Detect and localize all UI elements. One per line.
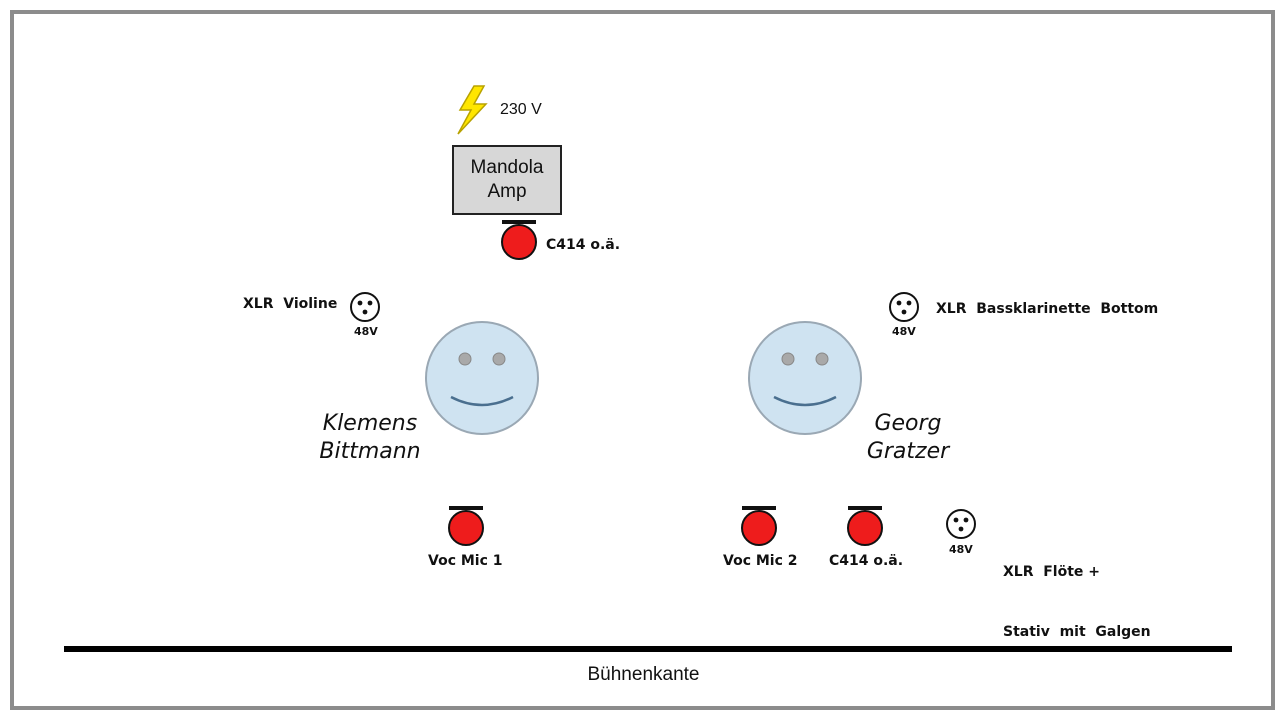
xlr-floete-label-line1: XLR Flöte + (1003, 564, 1101, 580)
musician-left-last: Bittmann (319, 439, 421, 464)
stage-edge-label: Bühnenkante (587, 664, 700, 685)
musician-left-name: Klemens Bittmann (300, 410, 440, 466)
musician-left-face-icon (425, 321, 539, 435)
power-label: 230 V (500, 101, 542, 118)
xlr-floete-phantom: 48V (949, 543, 973, 556)
xlr-bassklarinette-icon (889, 292, 919, 322)
xlr-floete-label: XLR Flöte + Stativ mit Galgen (1003, 522, 1151, 662)
voc-mic-2-icon (741, 506, 777, 546)
xlr-violine-phantom: 48V (354, 325, 378, 338)
musician-right-face-icon (748, 321, 862, 435)
voc-mic-1-icon (448, 506, 484, 546)
xlr-floete-icon (946, 509, 976, 539)
lightning-bolt-icon (457, 85, 488, 135)
amp-mic-label: C414 o.ä. (546, 237, 621, 253)
xlr-bassklarinette-phantom: 48V (892, 325, 916, 338)
amp-label-line1: Mandola (470, 157, 544, 178)
c414-right-mic-icon (847, 506, 883, 546)
musician-right-last: Gratzer (866, 439, 950, 464)
voc-mic-1-label: Voc Mic 1 (428, 553, 503, 569)
musician-left-first: Klemens (322, 411, 418, 436)
amp-mic-icon (501, 220, 537, 260)
musician-right-first: Georg (874, 411, 942, 436)
stage-plot-frame (10, 10, 1275, 710)
xlr-violine-icon (350, 292, 380, 322)
c414-right-mic-label: C414 o.ä. (829, 553, 904, 569)
amp-label-line2: Amp (487, 181, 527, 202)
mandola-amp: Mandola Amp (452, 145, 562, 215)
xlr-violine-label: XLR Violine (243, 296, 338, 312)
voc-mic-2-label: Voc Mic 2 (723, 553, 798, 569)
xlr-floete-label-line2: Stativ mit Galgen (1003, 624, 1151, 640)
musician-right-name: Georg Gratzer (848, 410, 968, 466)
stage-edge-line (64, 646, 1232, 652)
xlr-bassklarinette-label: XLR Bassklarinette Bottom (936, 301, 1159, 317)
